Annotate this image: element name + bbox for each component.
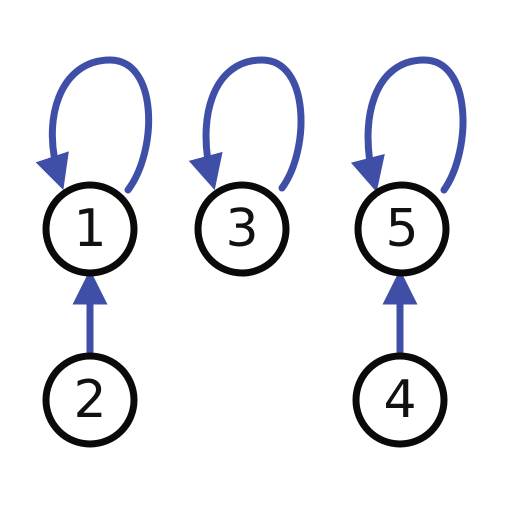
node-2-label: 2 (73, 370, 106, 430)
node-5-label: 5 (385, 199, 418, 259)
node-2: 2 (42, 352, 138, 448)
edge-1-self-loop (35, 56, 153, 194)
node-5: 5 (354, 181, 450, 277)
edge-3-self-loop (188, 56, 305, 192)
edge-5-self-loop (350, 56, 467, 194)
node-1: 1 (42, 181, 138, 277)
node-3-label: 3 (225, 199, 258, 259)
node-1-label: 1 (73, 199, 106, 259)
node-4-label: 4 (383, 370, 416, 430)
node-3: 3 (194, 181, 290, 277)
node-4: 4 (352, 352, 448, 448)
